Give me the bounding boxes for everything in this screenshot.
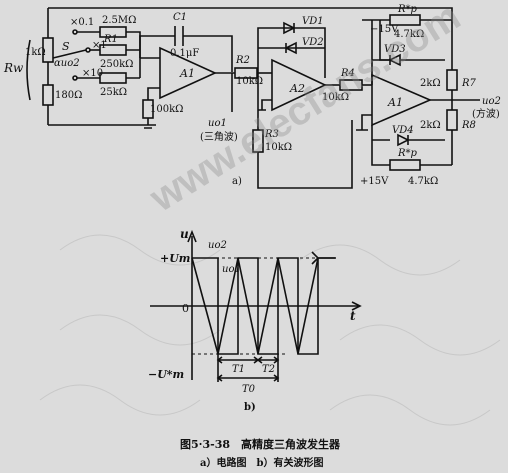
- label-rp-bottom: R*p: [397, 148, 418, 159]
- resistor-rp-bottom: [389, 159, 421, 171]
- label-origin: 0: [182, 302, 189, 315]
- label-switch-s: S: [62, 40, 70, 53]
- resistor-r8: [446, 109, 458, 131]
- label-r-250k: 250kΩ: [100, 59, 133, 70]
- caption-subtitle: a）电路图 b）有关波形图: [200, 456, 323, 469]
- label-r-47k-bottom: 4.7kΩ: [408, 176, 438, 187]
- opamp-a1-left: [159, 46, 217, 100]
- label-r-25k: 25kΩ: [100, 87, 127, 98]
- label-subfigure-a: a): [232, 176, 242, 187]
- label-a1-right: A1: [387, 96, 403, 109]
- label-c1-value: 0.1μF: [170, 48, 199, 59]
- background-pattern: [39, 234, 501, 426]
- label-r4-value: 10kΩ: [322, 92, 349, 103]
- label-r2-value: 10kΩ: [236, 76, 263, 87]
- label-square-wave: (方波): [472, 107, 500, 120]
- label-rw: Rw: [3, 61, 24, 75]
- label-plus-um: +Um: [160, 252, 190, 265]
- label-uo1: uo1: [208, 118, 227, 129]
- label-t1: T1: [232, 364, 245, 375]
- label-triangle-wave: (三角波): [200, 130, 238, 143]
- label-t2: T2: [262, 364, 275, 375]
- circuit-diagram: [26, 7, 480, 189]
- label-c1: C1: [173, 12, 187, 23]
- label-x01: ×0.1: [70, 17, 94, 28]
- label-r7-value: 2kΩ: [420, 78, 441, 89]
- square-wave-uo2: [192, 257, 335, 355]
- label-v-plus15: +15V: [360, 176, 389, 187]
- label-r3-value: 10kΩ: [265, 142, 292, 153]
- label-r-180: 180Ω: [55, 90, 82, 101]
- opamp-a2: [271, 58, 327, 112]
- label-r-1k: 1kΩ: [25, 47, 46, 58]
- label-r7: R7: [461, 78, 477, 89]
- label-r8: R8: [461, 120, 476, 131]
- waveform-diagram: [150, 229, 362, 382]
- label-r8-value: 2kΩ: [420, 120, 441, 131]
- label-axis-u: u: [180, 227, 189, 241]
- label-r2: R2: [235, 55, 250, 66]
- resistor-25k: [99, 72, 127, 84]
- label-x1: ×1: [92, 40, 107, 51]
- label-subfigure-b: b): [244, 402, 256, 413]
- label-alpha-uo2: αuo2: [54, 58, 80, 69]
- label-vd4: VD4: [392, 125, 414, 136]
- label-x10: ×10: [82, 68, 103, 79]
- label-a2: A2: [289, 82, 305, 95]
- label-r1: R1: [103, 34, 118, 45]
- label-minus-um: −U*m: [148, 368, 184, 381]
- label-axis-t: t: [350, 309, 356, 323]
- label-vd1: VD1: [302, 16, 324, 27]
- resistor-r7: [446, 69, 458, 91]
- label-rp-top: R*p: [397, 4, 418, 15]
- caption-title: 图5·3-38 高精度三角波发生器: [180, 437, 341, 451]
- label-vd3: VD3: [384, 44, 406, 55]
- label-wave-uo1: uo1: [222, 264, 241, 275]
- label-r-25m: 2.5MΩ: [102, 15, 136, 26]
- label-t0: T0: [242, 384, 256, 395]
- label-r-47k-top: 4.7kΩ: [394, 29, 424, 40]
- label-uo2: uo2: [482, 96, 501, 107]
- label-vd2: VD2: [302, 37, 324, 48]
- resistor-180: [42, 84, 54, 106]
- label-v-minus15: −15V: [370, 24, 399, 35]
- label-a1-left: A1: [179, 67, 195, 80]
- label-r3: R3: [264, 129, 279, 140]
- label-wave-uo2: uo2: [208, 240, 227, 251]
- label-r4: R4: [340, 68, 355, 79]
- opamp-a1-right: [371, 73, 433, 127]
- label-r-100k: 100kΩ: [150, 104, 183, 115]
